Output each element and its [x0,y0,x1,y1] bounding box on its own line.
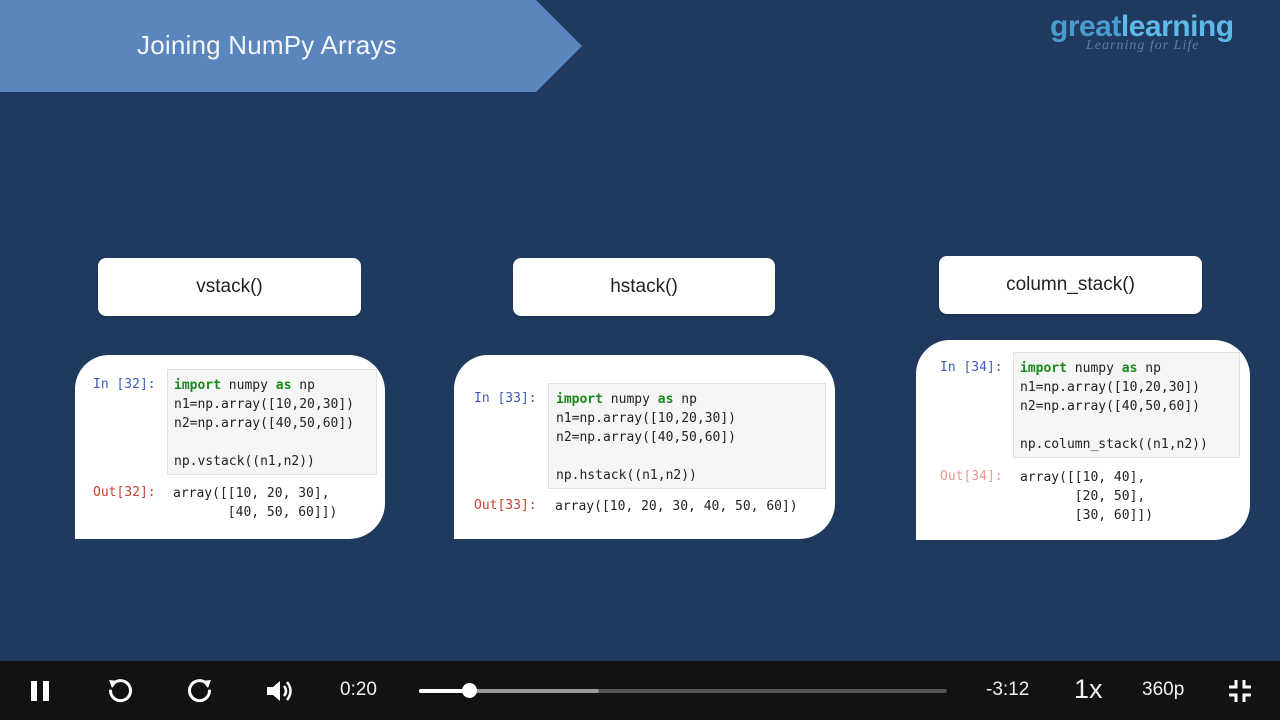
code-input: import numpy as np n1=np.array([10,20,30… [1013,352,1240,458]
exit-fullscreen-button[interactable] [1222,661,1258,720]
code-input: import numpy as np n1=np.array([10,20,30… [167,369,377,475]
progress-bar[interactable] [419,683,947,698]
code-line: n2=np.array([40,50,60]) [174,416,355,431]
code-line: np.column_stack((n1,n2)) [1020,437,1208,452]
code-card-hstack: In [33]: import numpy as np n1=np.array(… [454,355,835,539]
progress-track[interactable] [419,689,947,693]
in-prompt: In [33]: [474,391,537,406]
out-prompt: Out[33]: [474,498,537,513]
slide-title: Joining NumPy Arrays [137,30,397,60]
volume-button[interactable] [262,661,298,720]
code-line: n1=np.array([10,20,30]) [1020,380,1201,395]
greatlearning-logo: greatlearning Learning for Life [1050,10,1260,60]
code-line: n1=np.array([10,20,30]) [556,411,737,426]
exit-fullscreen-icon [1229,679,1251,702]
title-banner: Joining NumPy Arrays [0,0,582,92]
code-line: np.vstack((n1,n2)) [174,454,315,469]
output-line: [30, 60]]) [1020,508,1154,523]
buffered-bar [419,689,599,693]
pause-icon [31,680,49,701]
speed-button[interactable]: 1x [1074,674,1103,704]
code-line: n2=np.array([40,50,60]) [1020,399,1201,414]
quality-button[interactable]: 360p [1142,679,1185,700]
output-line: [20, 50], [1020,489,1146,504]
vstack-label: vstack() [98,258,361,316]
out-prompt: Out[32]: [93,485,156,500]
column-stack-label: column_stack() [939,256,1202,314]
code-card-column-stack: In [34]: import numpy as np n1=np.array(… [916,340,1250,540]
in-prompt: In [34]: [940,360,1003,375]
logo-tagline: Learning for Life [1086,38,1200,53]
forward-button[interactable] [182,661,218,720]
code-card-vstack: In [32]: import numpy as np n1=np.array(… [75,355,385,539]
out-prompt: Out[34]: [940,469,1003,484]
output-line: array([10, 20, 30, 40, 50, 60]) [555,499,798,514]
banner-shape [0,0,582,92]
replay-button[interactable] [102,661,138,720]
logo-part2: learning [1120,10,1234,43]
output-line: array([[10, 40], [1020,470,1146,485]
forward-icon [188,678,211,702]
replay-icon [109,678,132,702]
player-controls: 0:20 -3:12 1x 360p [0,661,1280,720]
logo-part1: great [1050,10,1121,43]
code-line: n1=np.array([10,20,30]) [174,397,355,412]
volume-icon [267,680,292,701]
code-input: import numpy as np n1=np.array([10,20,30… [548,383,826,489]
remaining-time: -3:12 [986,679,1030,700]
output-line: [40, 50, 60]]) [173,505,338,520]
progress-thumb[interactable] [462,683,478,698]
code-line: np.hstack((n1,n2)) [556,468,697,483]
in-prompt: In [32]: [93,377,156,392]
played-bar [419,689,470,693]
hstack-label: hstack() [513,258,775,316]
code-line: n2=np.array([40,50,60]) [556,430,737,445]
current-time: 0:20 [340,679,377,700]
pause-button[interactable] [22,661,58,720]
output-line: array([[10, 20, 30], [173,486,330,501]
slide: Joining NumPy Arrays greatlearning Learn… [0,0,1260,540]
